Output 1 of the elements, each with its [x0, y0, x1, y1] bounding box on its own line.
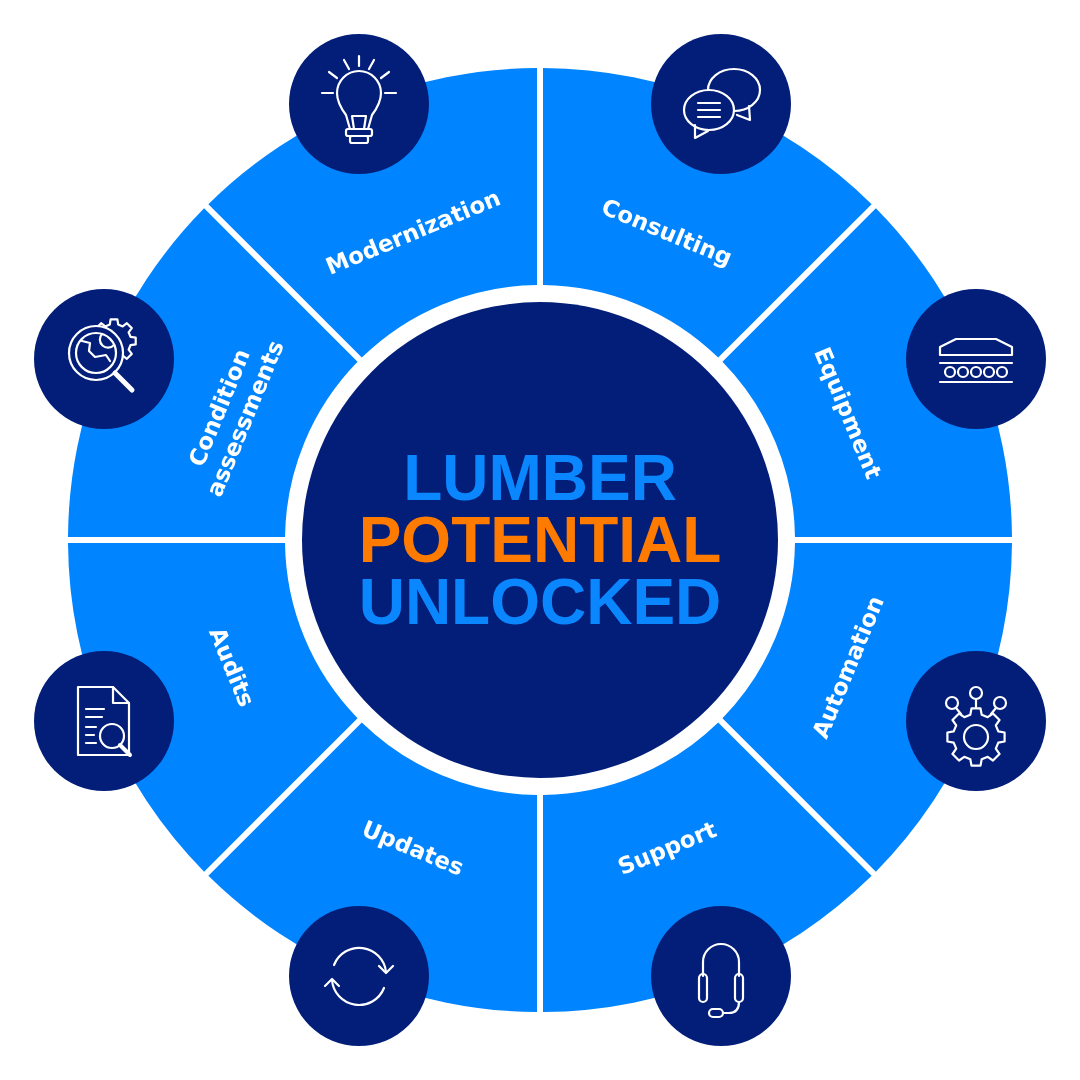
- center-heading: LUMBER POTENTIAL UNLOCKED: [358, 447, 722, 633]
